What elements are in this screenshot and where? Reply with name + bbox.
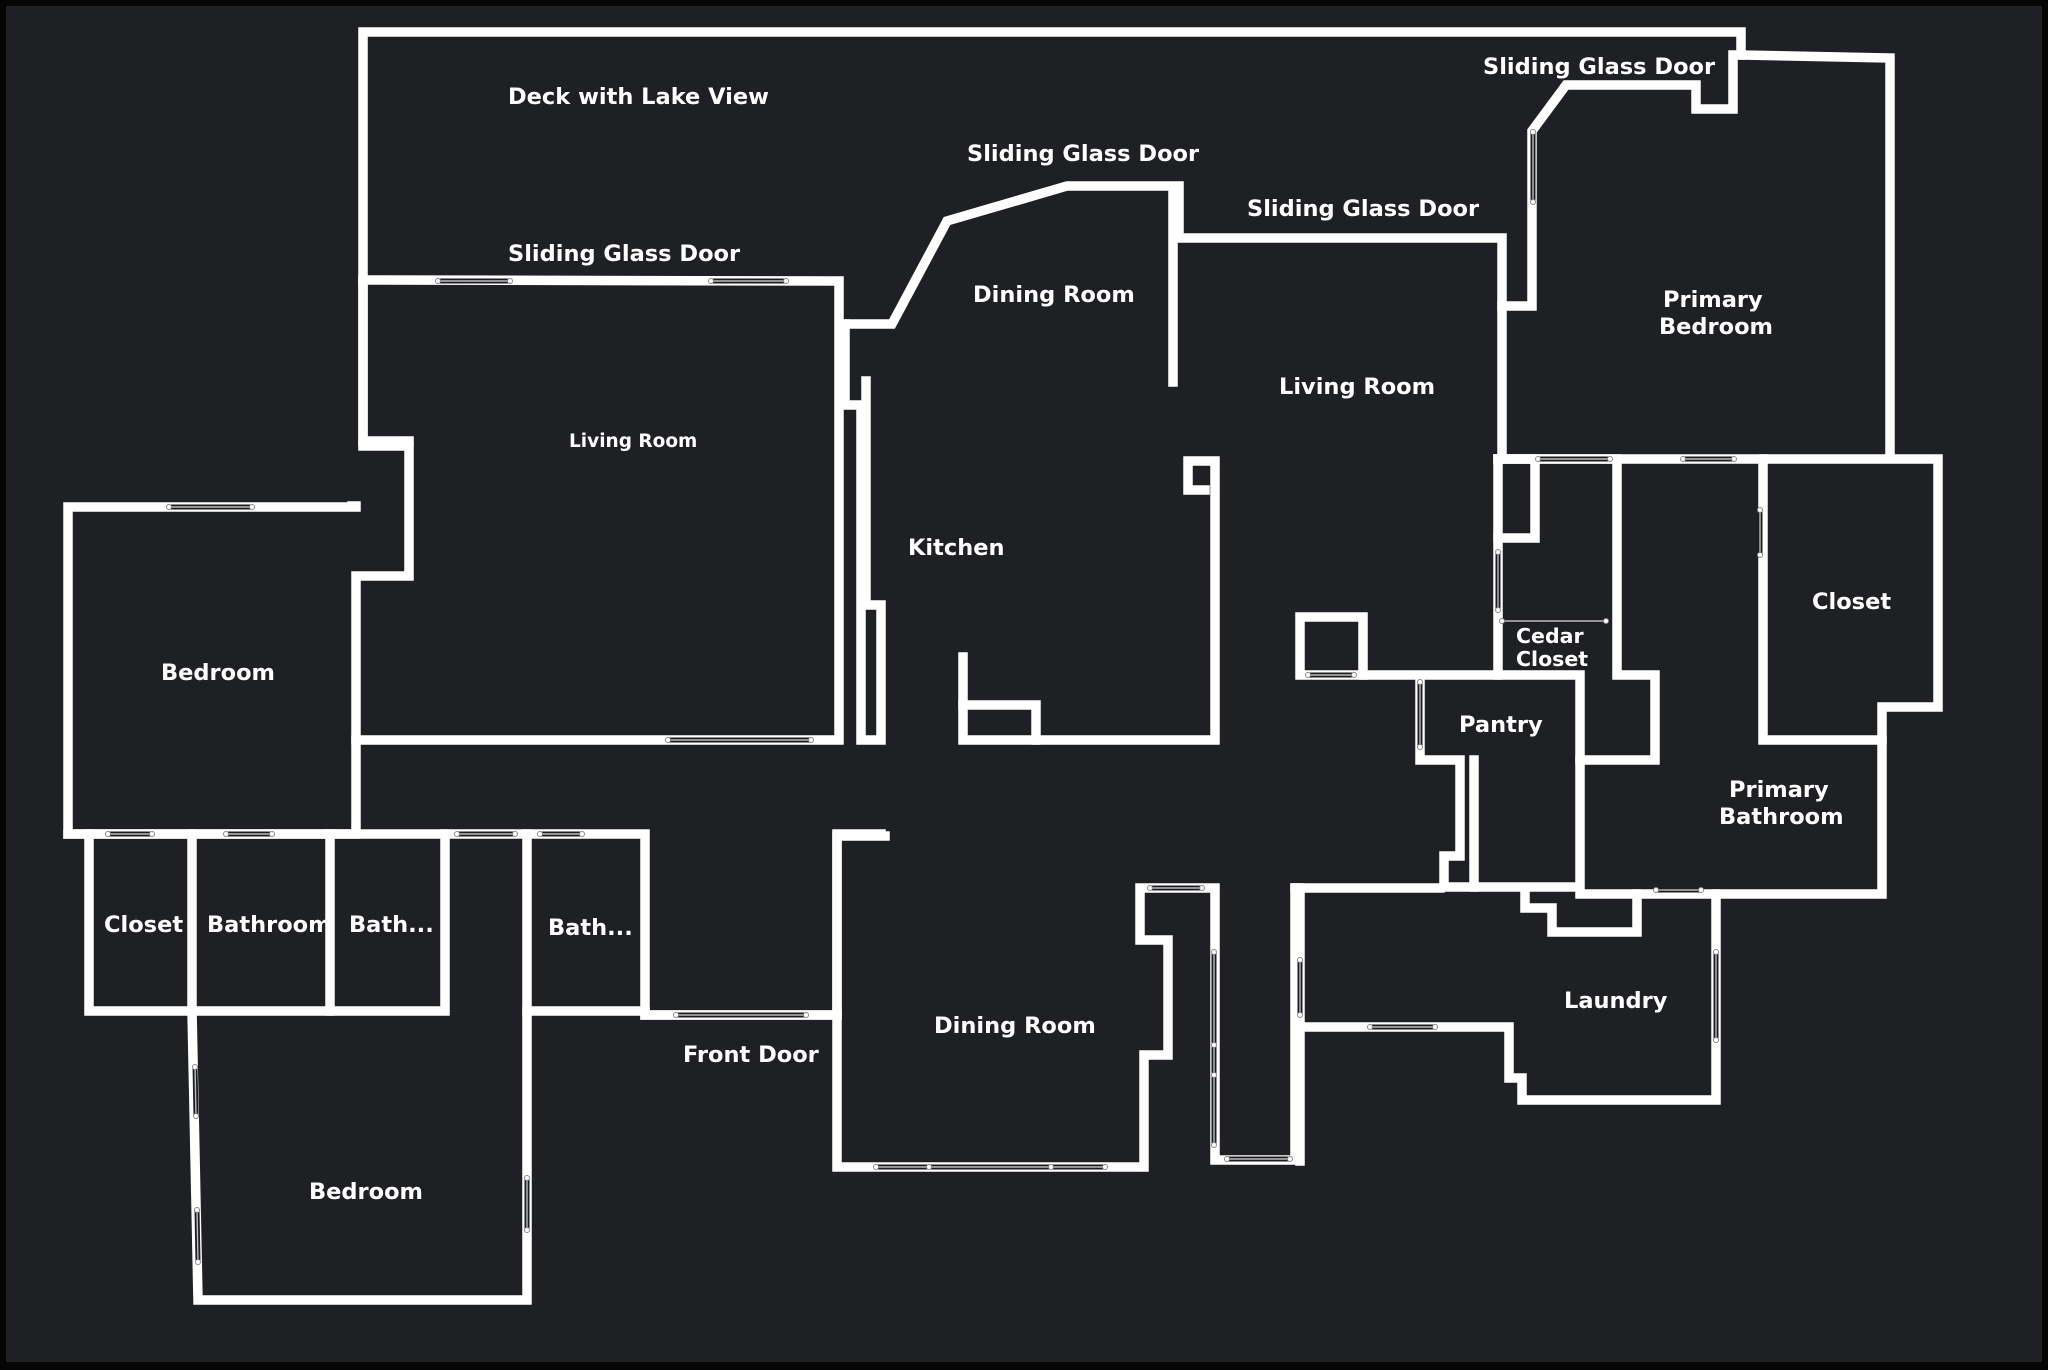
- room-labels: Deck with Lake View Sliding Glass Door S…: [104, 54, 1891, 1205]
- door-cedar-closet: [1495, 549, 1501, 613]
- front-door-opening: [673, 1012, 809, 1018]
- label-primary-bedroom-line2: Bedroom: [1659, 314, 1773, 340]
- window-bedroom-bottom-left-2: [194, 1207, 201, 1265]
- label-sliding-door-right: Sliding Glass Door: [1247, 196, 1480, 222]
- door-pantry-left: [1417, 679, 1423, 750]
- label-primary-bathroom-line2: Bathroom: [1719, 804, 1844, 830]
- door-closet-right: [1757, 507, 1763, 558]
- dining-bottom-wall: [832, 831, 1300, 1172]
- label-sliding-door-top-right: Sliding Glass Door: [1483, 54, 1716, 80]
- plan-background: [6, 6, 2042, 1362]
- door-laundry-right: [1713, 949, 1719, 1043]
- door-primary-bathroom-bottom: [1653, 887, 1704, 893]
- sliding-door-primary-bedroom: [1530, 129, 1536, 205]
- door-corridor-bottom: [1224, 1156, 1293, 1162]
- label-primary-bedroom-line1: Primary: [1663, 287, 1763, 313]
- kitchen-island-box-wall: [958, 700, 1041, 745]
- window-bedroom-bottom-right: [524, 1175, 530, 1233]
- door-pantry-top: [1305, 672, 1357, 678]
- window-left-living-bottom: [665, 737, 814, 743]
- window-corridor-left: [1211, 949, 1217, 1148]
- closet-bath-block-wall: [84, 829, 450, 1016]
- pantry-block-wall: [1358, 670, 1585, 892]
- bedroom-bottom-wall: [187, 829, 532, 1305]
- window-left-living-top-1: [435, 278, 513, 284]
- window-bedroom-top: [166, 504, 255, 510]
- label-laundry: Laundry: [1564, 988, 1668, 1014]
- door-cedar-closet-bottom: [1499, 618, 1609, 624]
- openings: [105, 129, 1763, 1265]
- label-sliding-door-center: Sliding Glass Door: [967, 141, 1200, 167]
- door-bath-2: [537, 831, 585, 837]
- door-primary-bedroom-bottom-1: [1535, 456, 1613, 462]
- label-closet-right: Closet: [1812, 589, 1891, 615]
- door-laundry-left: [1297, 957, 1303, 1018]
- primary-bedroom-bottom-wall: [1497, 301, 1943, 899]
- label-deck: Deck with Lake View: [508, 84, 769, 110]
- window-bedroom-bottom-left: [192, 1064, 199, 1119]
- kitchen-island-wall: [958, 456, 1220, 745]
- label-primary-bathroom-line1: Primary: [1729, 777, 1829, 803]
- primary-bathroom-bottom-wall: [1520, 889, 1642, 937]
- label-cedar-closet-line2: Closet: [1516, 647, 1588, 671]
- label-bathroom: Bathroom: [207, 912, 332, 938]
- kitchen-left-wall: [840, 319, 886, 745]
- deck-wall: [358, 27, 1895, 460]
- label-front-door: Front Door: [683, 1042, 820, 1068]
- door-primary-bedroom-bottom-2: [1680, 456, 1737, 462]
- label-bedroom-left: Bedroom: [161, 660, 275, 686]
- label-dining-room-bottom: Dining Room: [934, 1013, 1096, 1039]
- window-corridor-top: [1147, 885, 1205, 891]
- label-bath-2: Bath...: [548, 915, 633, 941]
- door-bath-1: [454, 831, 518, 837]
- closet-right-wall: [1758, 454, 1887, 745]
- label-kitchen: Kitchen: [908, 535, 1005, 561]
- left-living-top-wall: [358, 275, 414, 446]
- door-bathroom: [223, 831, 275, 837]
- laundry-outer-wall: [1295, 889, 1721, 1105]
- label-dining-room-top: Dining Room: [973, 282, 1135, 308]
- door-laundry-bottom: [1367, 1024, 1438, 1030]
- label-living-room-left: Living Room: [569, 431, 697, 452]
- left-living-wall: [351, 275, 844, 745]
- label-living-room-right: Living Room: [1279, 374, 1435, 400]
- label-bedroom-bottom: Bedroom: [309, 1179, 423, 1205]
- window-left-living-top-2: [708, 278, 789, 284]
- primary-bedroom-top-wall: [840, 50, 1746, 329]
- label-pantry: Pantry: [1459, 712, 1543, 738]
- window-dining-bottom: [873, 1164, 1108, 1170]
- label-bath-1: Bath...: [349, 912, 434, 938]
- label-cedar-closet-line1: Cedar: [1516, 624, 1584, 648]
- label-closet-left: Closet: [104, 912, 183, 938]
- label-sliding-door-left: Sliding Glass Door: [508, 241, 741, 267]
- door-closet: [105, 831, 155, 837]
